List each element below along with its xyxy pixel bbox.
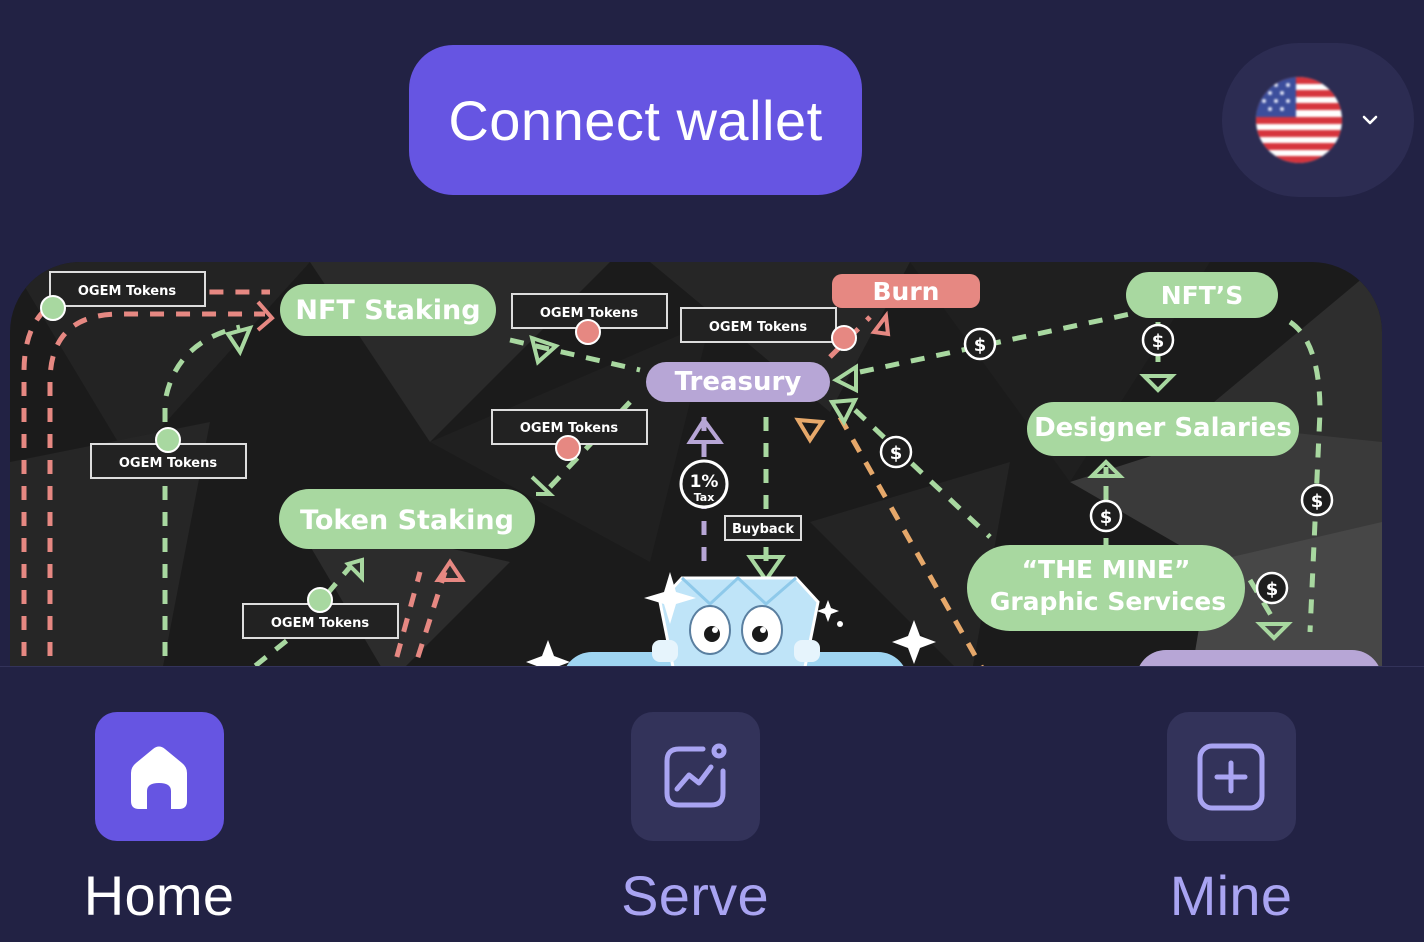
tab-mine-label: Mine	[1169, 864, 1293, 927]
svg-text:$: $	[974, 335, 987, 356]
dollar-icon: $ $ $ $ $ $	[879, 323, 1334, 605]
tab-home-label: Home	[83, 864, 235, 927]
svg-text:Burn: Burn	[873, 277, 940, 306]
svg-text:$: $	[1100, 507, 1113, 528]
svg-text:$: $	[1266, 579, 1279, 600]
us-flag-icon	[1256, 77, 1342, 163]
tab-serve[interactable]: Serve	[595, 712, 795, 942]
plus-square-icon	[1166, 712, 1296, 841]
svg-text:Graphic Services: Graphic Services	[990, 587, 1226, 616]
svg-text:“THE MINE”: “THE MINE”	[1022, 555, 1191, 584]
svg-text:OGEM Tokens: OGEM Tokens	[540, 306, 639, 321]
tab-home[interactable]: Home	[59, 712, 259, 942]
svg-text:Token Staking: Token Staking	[300, 505, 514, 536]
chart-icon	[630, 712, 760, 841]
node-token-staking: Token Staking	[279, 489, 535, 549]
tokenomics-banner[interactable]: OGEM Tokens OGEM Tokens OGEM Tokens OGEM…	[10, 262, 1382, 682]
svg-text:NFT’S: NFT’S	[1161, 281, 1244, 310]
svg-text:$: $	[1311, 491, 1324, 512]
bottom-tab-bar: Home Serve Mine	[0, 666, 1424, 941]
node-burn: Burn	[832, 274, 980, 308]
node-the-mine-graphic-services: “THE MINE” Graphic Services	[967, 545, 1245, 631]
ogem-token-label: OGEM Tokens	[90, 443, 247, 479]
connect-wallet-button[interactable]: Connect wallet	[409, 45, 862, 195]
ogem-token-label: OGEM Tokens	[511, 293, 668, 329]
ogem-token-label: OGEM Tokens	[49, 271, 206, 307]
node-nft-staking: NFT Staking	[280, 284, 496, 336]
tab-serve-label: Serve	[621, 864, 769, 927]
svg-text:Buyback: Buyback	[732, 522, 794, 537]
svg-text:OGEM Tokens: OGEM Tokens	[119, 456, 218, 471]
svg-text:NFT Staking: NFT Staking	[295, 295, 480, 326]
svg-text:$: $	[890, 443, 903, 464]
svg-text:1%: 1%	[690, 472, 719, 492]
svg-text:OGEM Tokens: OGEM Tokens	[709, 320, 808, 335]
sparkle-icon	[526, 572, 936, 682]
arrowheads	[224, 300, 1293, 641]
buyback-label: Buyback	[724, 515, 802, 541]
svg-text:Tax: Tax	[694, 491, 715, 504]
node-designer-salaries: Designer Salaries	[1027, 402, 1299, 456]
ogem-token-label: OGEM Tokens	[680, 307, 837, 343]
svg-text:OGEM Tokens: OGEM Tokens	[520, 421, 619, 436]
gem-icon	[40, 295, 857, 613]
chevron-down-icon	[1362, 115, 1378, 125]
node-treasury: Treasury	[646, 362, 830, 402]
language-selector[interactable]	[1222, 43, 1414, 197]
svg-text:$: $	[1152, 331, 1165, 352]
svg-text:Treasury: Treasury	[675, 367, 802, 397]
svg-text:OGEM Tokens: OGEM Tokens	[78, 284, 177, 299]
tax-badge: 1% Tax	[679, 459, 729, 509]
svg-text:OGEM Tokens: OGEM Tokens	[271, 616, 370, 631]
node-nfts: NFT’S	[1126, 272, 1278, 318]
tab-mine[interactable]: Mine	[1131, 712, 1331, 942]
svg-text:Designer Salaries: Designer Salaries	[1034, 413, 1292, 443]
home-icon	[94, 712, 224, 841]
